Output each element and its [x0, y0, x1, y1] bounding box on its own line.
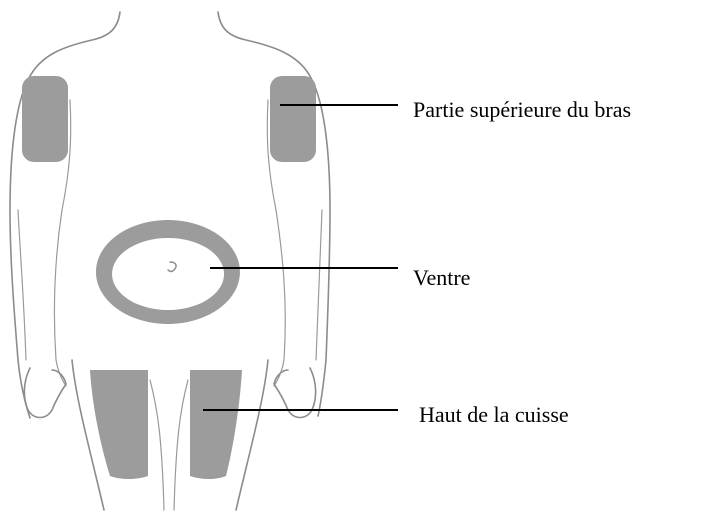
right-thigh-site — [190, 370, 242, 479]
left-thigh-site — [90, 370, 148, 479]
injection-sites — [22, 76, 316, 479]
crotch-outline — [150, 380, 188, 510]
torso-outline-right — [218, 12, 330, 416]
belly-site-ring — [96, 220, 240, 324]
label-upper-arm: Partie supérieure du bras — [413, 99, 631, 121]
right-forearm-outline — [316, 210, 322, 360]
left-forearm-outline — [18, 210, 26, 360]
label-thigh: Haut de la cuisse — [419, 404, 569, 426]
navel — [168, 262, 176, 272]
left-upper-arm-site — [22, 76, 68, 162]
right-upper-arm-site — [270, 76, 316, 162]
label-belly: Ventre — [413, 267, 470, 289]
